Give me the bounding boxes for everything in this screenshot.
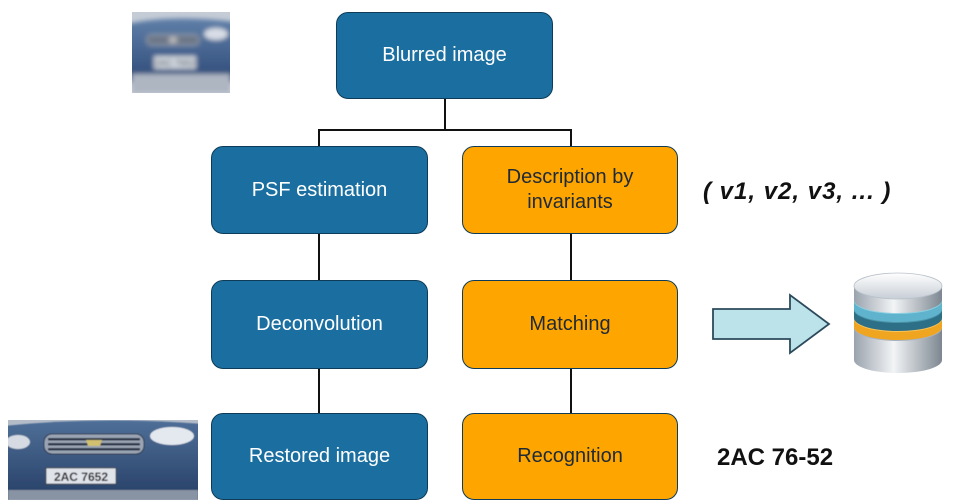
node-restored-image-label: Restored image (248, 445, 391, 467)
connector-invariants-matching (570, 234, 572, 280)
node-psf-estimation: PSF estimation (211, 146, 428, 234)
node-invariants-line1: Description by (506, 166, 634, 188)
recognized-plate-label: 2AC 76-52 (717, 444, 834, 471)
node-matching: Matching (462, 280, 678, 369)
node-deconvolution: Deconvolution (211, 280, 428, 369)
blurred-plate-text: 2AC 7652 (155, 58, 195, 68)
invariant-vector-label: ( v1, v2, v3, ... ) (703, 178, 892, 205)
node-description-by-invariants-label: Description by invariants (507, 165, 634, 215)
connector-matching-recognition (570, 369, 572, 413)
connector-deconv-restored (318, 369, 320, 413)
node-matching-label: Matching (529, 313, 611, 335)
connector-horizontal-split (318, 129, 572, 131)
restored-plate-text: 2AC 7652 (54, 470, 108, 484)
node-recognition: Recognition (462, 413, 678, 500)
node-restored-image: Restored image (211, 413, 428, 500)
node-recognition-label: Recognition (517, 445, 623, 467)
right-arrow-icon (712, 293, 832, 360)
blurred-car-photo: 2AC 7652 (132, 12, 230, 93)
node-description-by-invariants: Description by invariants (462, 146, 678, 234)
node-blurred-image-label: Blurred image (382, 44, 507, 66)
database-icon (848, 270, 948, 381)
connector-psf-deconv (318, 234, 320, 280)
restored-car-photo: 2AC 7652 (8, 420, 198, 500)
blurred-car-image: 2AC 7652 (132, 12, 230, 93)
restored-car-image: 2AC 7652 (8, 420, 198, 500)
node-invariants-line2: invariants (527, 191, 613, 213)
node-blurred-image: Blurred image (336, 12, 553, 99)
node-psf-estimation-label: PSF estimation (251, 178, 388, 201)
connector-right-down (570, 129, 572, 147)
connector-left-down (318, 129, 320, 147)
node-deconvolution-label: Deconvolution (256, 313, 383, 335)
connector-blurred-down (444, 97, 446, 131)
